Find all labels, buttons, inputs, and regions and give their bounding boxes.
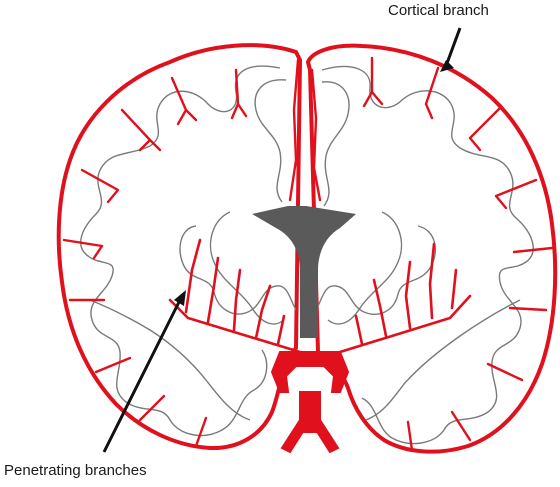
- cortical-branch-label: Cortical branch: [388, 2, 489, 19]
- left-deep-gyri: [180, 226, 296, 314]
- base-arteries: [272, 352, 348, 452]
- right-inner-gyri: [322, 82, 349, 206]
- right-hemisphere-outline: [308, 46, 555, 452]
- penetrating-branches-label: Penetrating branches: [4, 462, 147, 479]
- right-temporal-gyri: [366, 300, 520, 420]
- left-inner-gyri: [255, 80, 286, 202]
- penetrating-branches-arrowhead: [174, 290, 186, 306]
- left-vertebral: [282, 420, 304, 452]
- penetrating-branches-arrow: [104, 300, 180, 452]
- arterial-circle: [272, 352, 348, 392]
- right-gyri: [322, 67, 533, 444]
- lateral-ventricles: [252, 206, 356, 338]
- right-vertebral: [316, 420, 338, 452]
- cortical-branch-arrow: [446, 28, 460, 66]
- right-deep-gyri: [316, 226, 435, 314]
